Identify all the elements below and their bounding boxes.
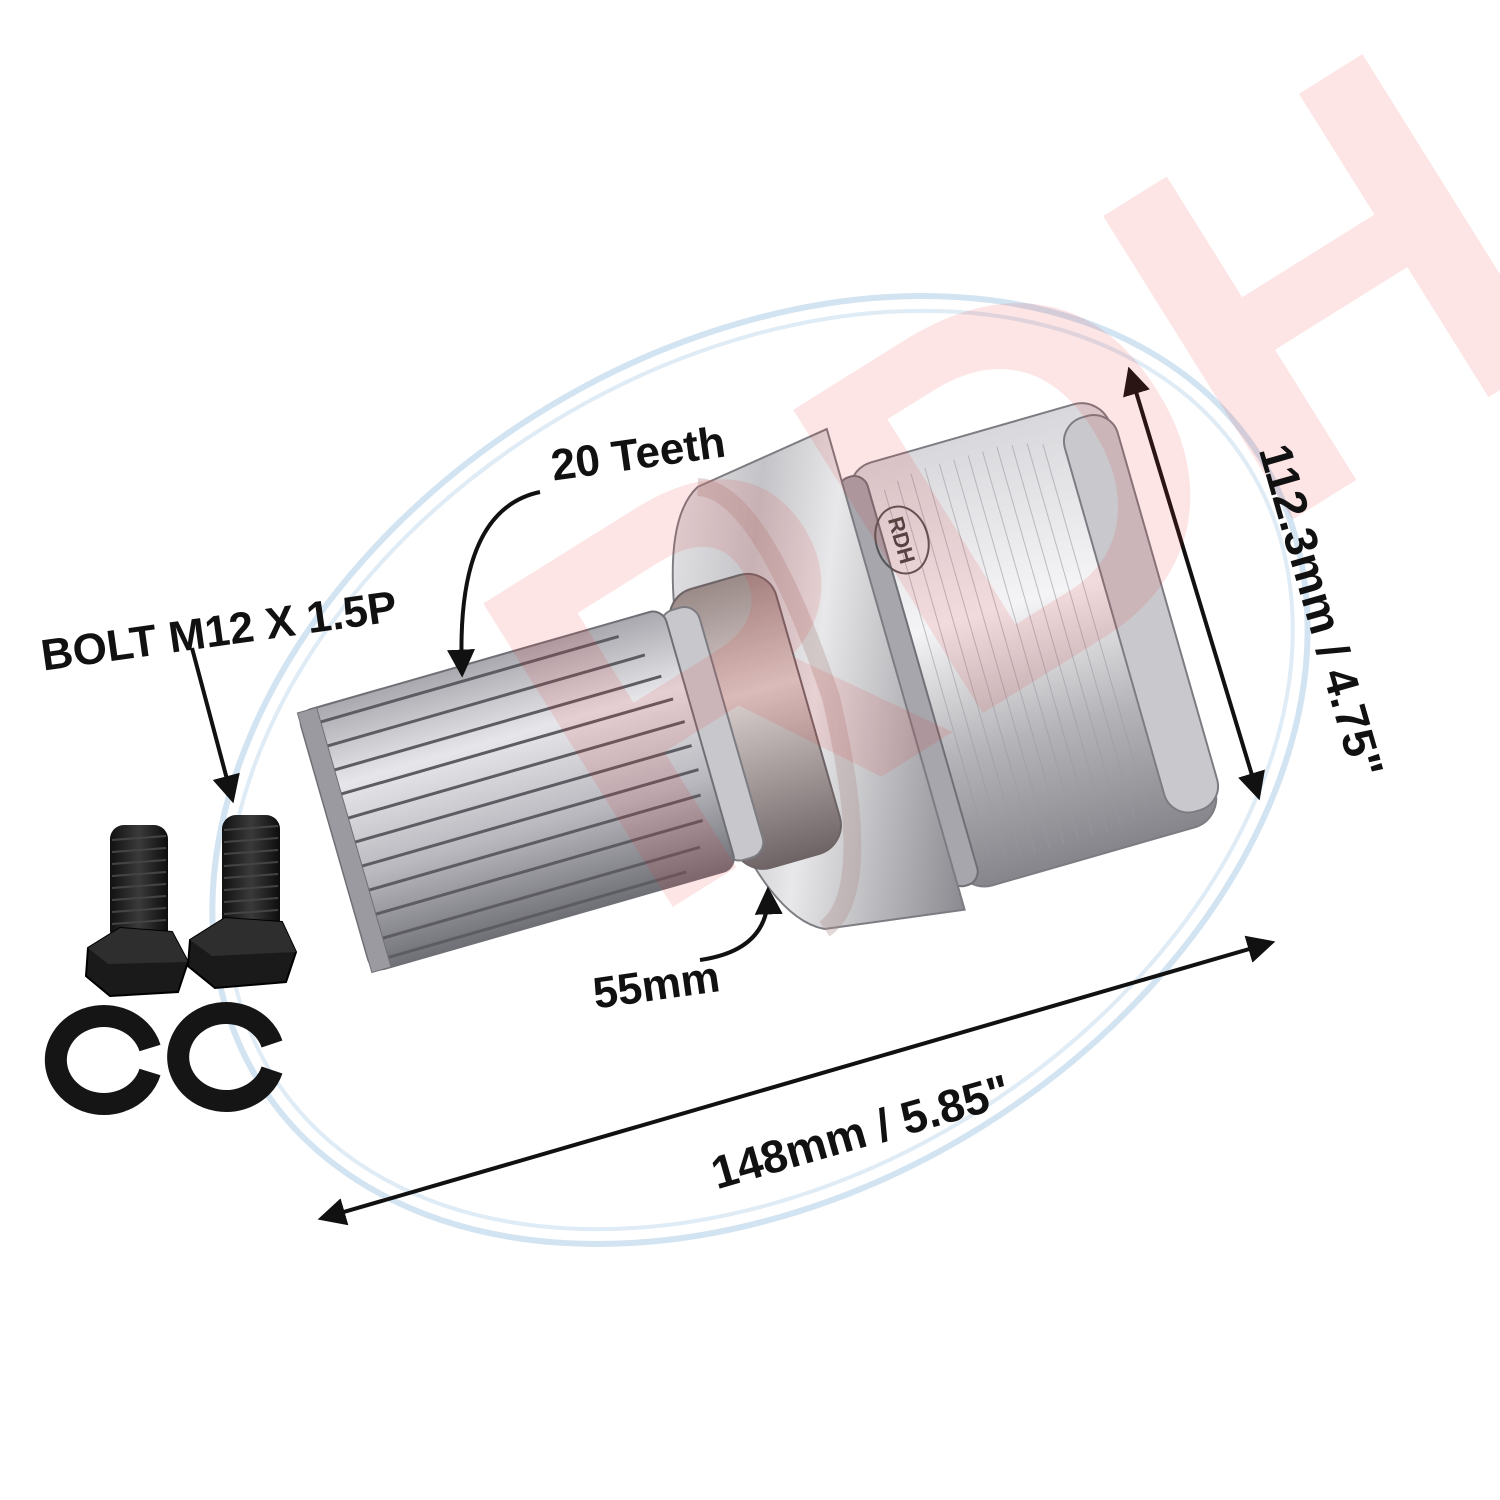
teeth-callout-arrow [447, 490, 541, 678]
bolt-kit [44, 815, 298, 1115]
bolt-callout-arrow [190, 647, 240, 804]
lock-washer-left [44, 1005, 161, 1115]
spline-teeth [315, 635, 704, 961]
bolt-right [186, 815, 298, 990]
splined-shaft [296, 610, 735, 974]
bolt-left [84, 825, 190, 998]
height-dimension-arrow [1123, 366, 1265, 801]
lock-washer-right [167, 1002, 283, 1112]
length-dimension-arrow [317, 935, 1276, 1226]
callouts [190, 366, 1276, 1226]
